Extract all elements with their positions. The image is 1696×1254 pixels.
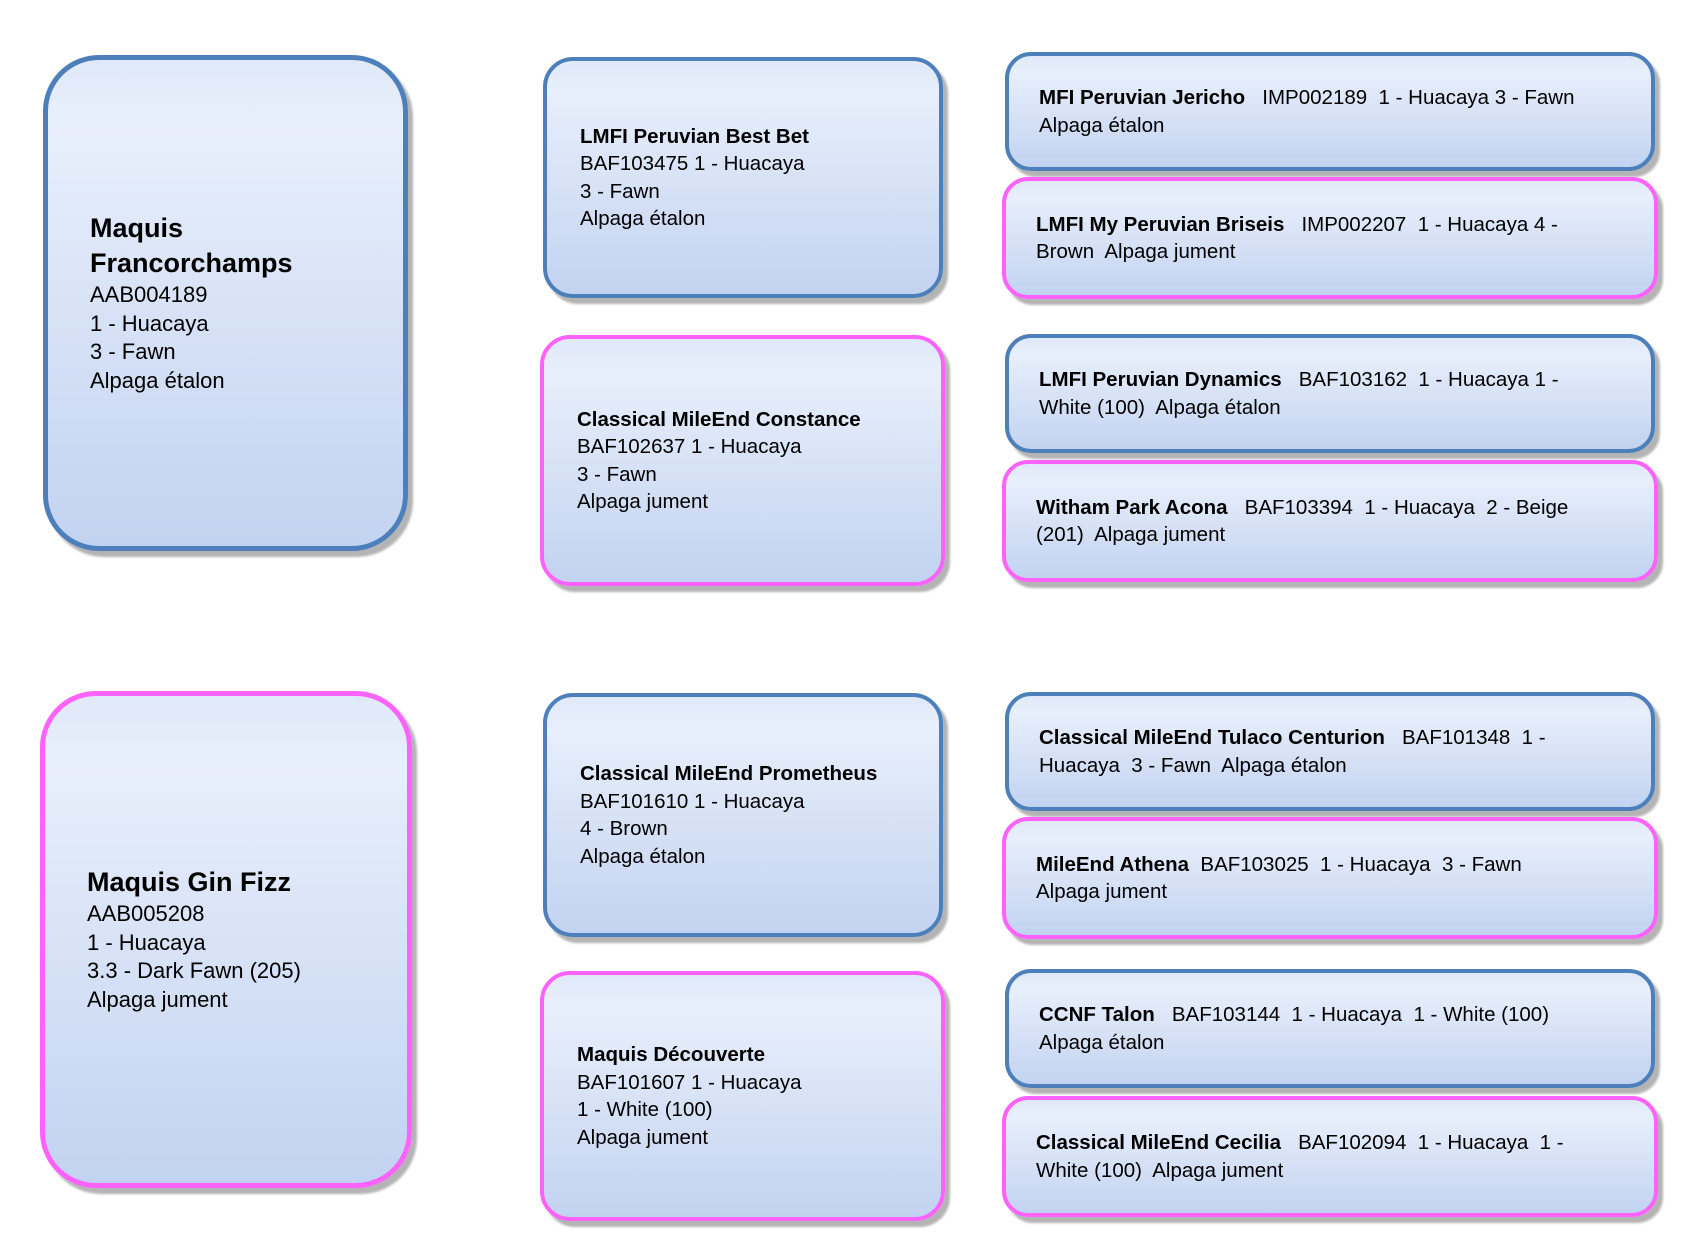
fleece-color: 3 - Fawn [580, 179, 660, 203]
registration-number: AAB004189 [90, 282, 208, 307]
animal-name: Classical MileEnd Cecilia [1036, 1131, 1281, 1154]
animal-details: BAF103144 1 - Huacaya 1 - White (100) Al… [1039, 1003, 1554, 1054]
registration-breed: BAF101607 1 - Huacaya [577, 1070, 802, 1094]
animal-summary: Classical MileEnd Cecilia BAF102094 1 - … [1036, 1129, 1592, 1184]
animal-name: Maquis Gin Fizz [87, 867, 292, 897]
fleece-color: 1 - White (100) [577, 1098, 713, 1121]
pedigree-node-classical-mileend-prometheus: Classical MileEnd Prometheus BAF101610 1… [543, 693, 943, 937]
animal-type: Alpaga jument [577, 1125, 709, 1149]
animal-details: IMP002207 1 - Huacaya 4 - Brown Alpaga j… [1036, 212, 1564, 264]
fleece-color: 4 - Brown [580, 817, 668, 840]
pedigree-node-lmfi-peruvian-dynamics: LMFI Peruvian Dynamics BAF103162 1 - Hua… [1005, 334, 1655, 453]
animal-name: LMFI Peruvian Best Bet [580, 124, 809, 148]
animal-summary: Classical MileEnd Tulaco Centurion BAF10… [1039, 724, 1589, 779]
animal-name: Maquis Découverte [577, 1043, 765, 1066]
animal-details: BAF103394 1 - Huacaya 2 - Beige (201) Al… [1036, 495, 1575, 547]
animal-name: CCNF Talon [1039, 1003, 1155, 1026]
animal-type: Alpaga étalon [580, 844, 706, 868]
registration-breed: BAF103475 1 - Huacaya [580, 152, 805, 175]
breed: 1 - Huacaya [90, 310, 209, 336]
animal-name: Classical MileEnd Prometheus [580, 762, 878, 785]
animal-name: Classical MileEnd Tulaco Centurion [1039, 726, 1385, 749]
pedigree-node-classical-mileend-tulaco-centurion: Classical MileEnd Tulaco Centurion BAF10… [1005, 692, 1655, 811]
pedigree-node-classical-mileend-constance: Classical MileEnd Constance BAF102637 1 … [540, 335, 945, 586]
animal-name: LMFI My Peruvian Briseis [1036, 212, 1285, 236]
pedigree-node-classical-mileend-cecilia: Classical MileEnd Cecilia BAF102094 1 - … [1002, 1096, 1658, 1217]
animal-details: BAF102094 1 - Huacaya 1 - White (100) Al… [1036, 1131, 1570, 1182]
pedigree-node-mfi-peruvian-jericho: MFI Peruvian Jericho IMP002189 1 - Huaca… [1005, 52, 1655, 171]
pedigree-node-ccnf-talon: CCNF Talon BAF103144 1 - Huacaya 1 - Whi… [1005, 969, 1655, 1088]
animal-name: Witham Park Acona [1036, 495, 1228, 519]
pedigree-node-witham-park-acona: Witham Park Acona BAF103394 1 - Huacaya … [1002, 460, 1658, 582]
pedigree-node-lmfi-peruvian-best-bet: LMFI Peruvian Best Bet BAF103475 1 - Hua… [543, 57, 943, 298]
animal-summary: Witham Park Acona BAF103394 1 - Huacaya … [1036, 494, 1592, 549]
pedigree-node-lmfi-my-peruvian-briseis: LMFI My Peruvian Briseis IMP002207 1 - H… [1002, 177, 1658, 299]
animal-type: Alpaga jument [577, 490, 709, 513]
fleece-color: 3.3 - Dark Fawn (205) [87, 958, 301, 983]
animal-details: BAF103162 1 - Huacaya 1 - White (100) Al… [1039, 368, 1565, 419]
fleece-color: 3 - Fawn [577, 462, 657, 486]
animal-name: MileEnd Athena [1036, 852, 1189, 876]
breed: 1 - Huacaya [87, 929, 206, 955]
pedigree-node-mileend-athena: MileEnd Athena BAF103025 1 - Huacaya 3 -… [1002, 817, 1658, 939]
animal-name: MFI Peruvian Jericho [1039, 86, 1246, 109]
animal-type: Alpaga jument [87, 986, 228, 1012]
pedigree-node-maquis-gin-fizz: Maquis Gin Fizz AAB005208 1 - Huacaya 3.… [40, 691, 412, 1188]
pedigree-node-maquis-decouverte: Maquis Découverte BAF101607 1 - Huacaya … [540, 971, 945, 1221]
animal-type: Alpaga étalon [90, 367, 225, 393]
registration-breed: BAF101610 1 - Huacaya [580, 789, 805, 813]
registration-breed: BAF102637 1 - Huacaya [577, 435, 802, 458]
animal-name: Classical MileEnd Constance [577, 407, 861, 431]
animal-summary: CCNF Talon BAF103144 1 - Huacaya 1 - Whi… [1039, 1001, 1589, 1056]
animal-name: LMFI Peruvian Dynamics [1039, 368, 1282, 391]
fleece-color: 3 - Fawn [90, 339, 176, 364]
animal-summary: LMFI Peruvian Dynamics BAF103162 1 - Hua… [1039, 366, 1589, 421]
animal-details: IMP002189 1 - Huacaya 3 - Fawn Alpaga ét… [1039, 86, 1580, 137]
animal-summary: LMFI My Peruvian Briseis IMP002207 1 - H… [1036, 211, 1592, 266]
pedigree-node-maquis-francorchamps: Maquis Francorchamps AAB004189 1 - Huaca… [43, 55, 408, 551]
registration-number: AAB005208 [87, 901, 205, 926]
animal-name: Maquis Francorchamps [90, 213, 293, 278]
animal-summary: MileEnd Athena BAF103025 1 - Huacaya 3 -… [1036, 851, 1592, 906]
animal-summary: MFI Peruvian Jericho IMP002189 1 - Huaca… [1039, 84, 1589, 139]
animal-details: BAF101348 1 - Huacaya 3 - Fawn Alpaga ét… [1039, 726, 1552, 777]
animal-details: BAF103025 1 - Huacaya 3 - Fawn Alpaga ju… [1036, 852, 1532, 904]
animal-type: Alpaga étalon [580, 207, 706, 230]
